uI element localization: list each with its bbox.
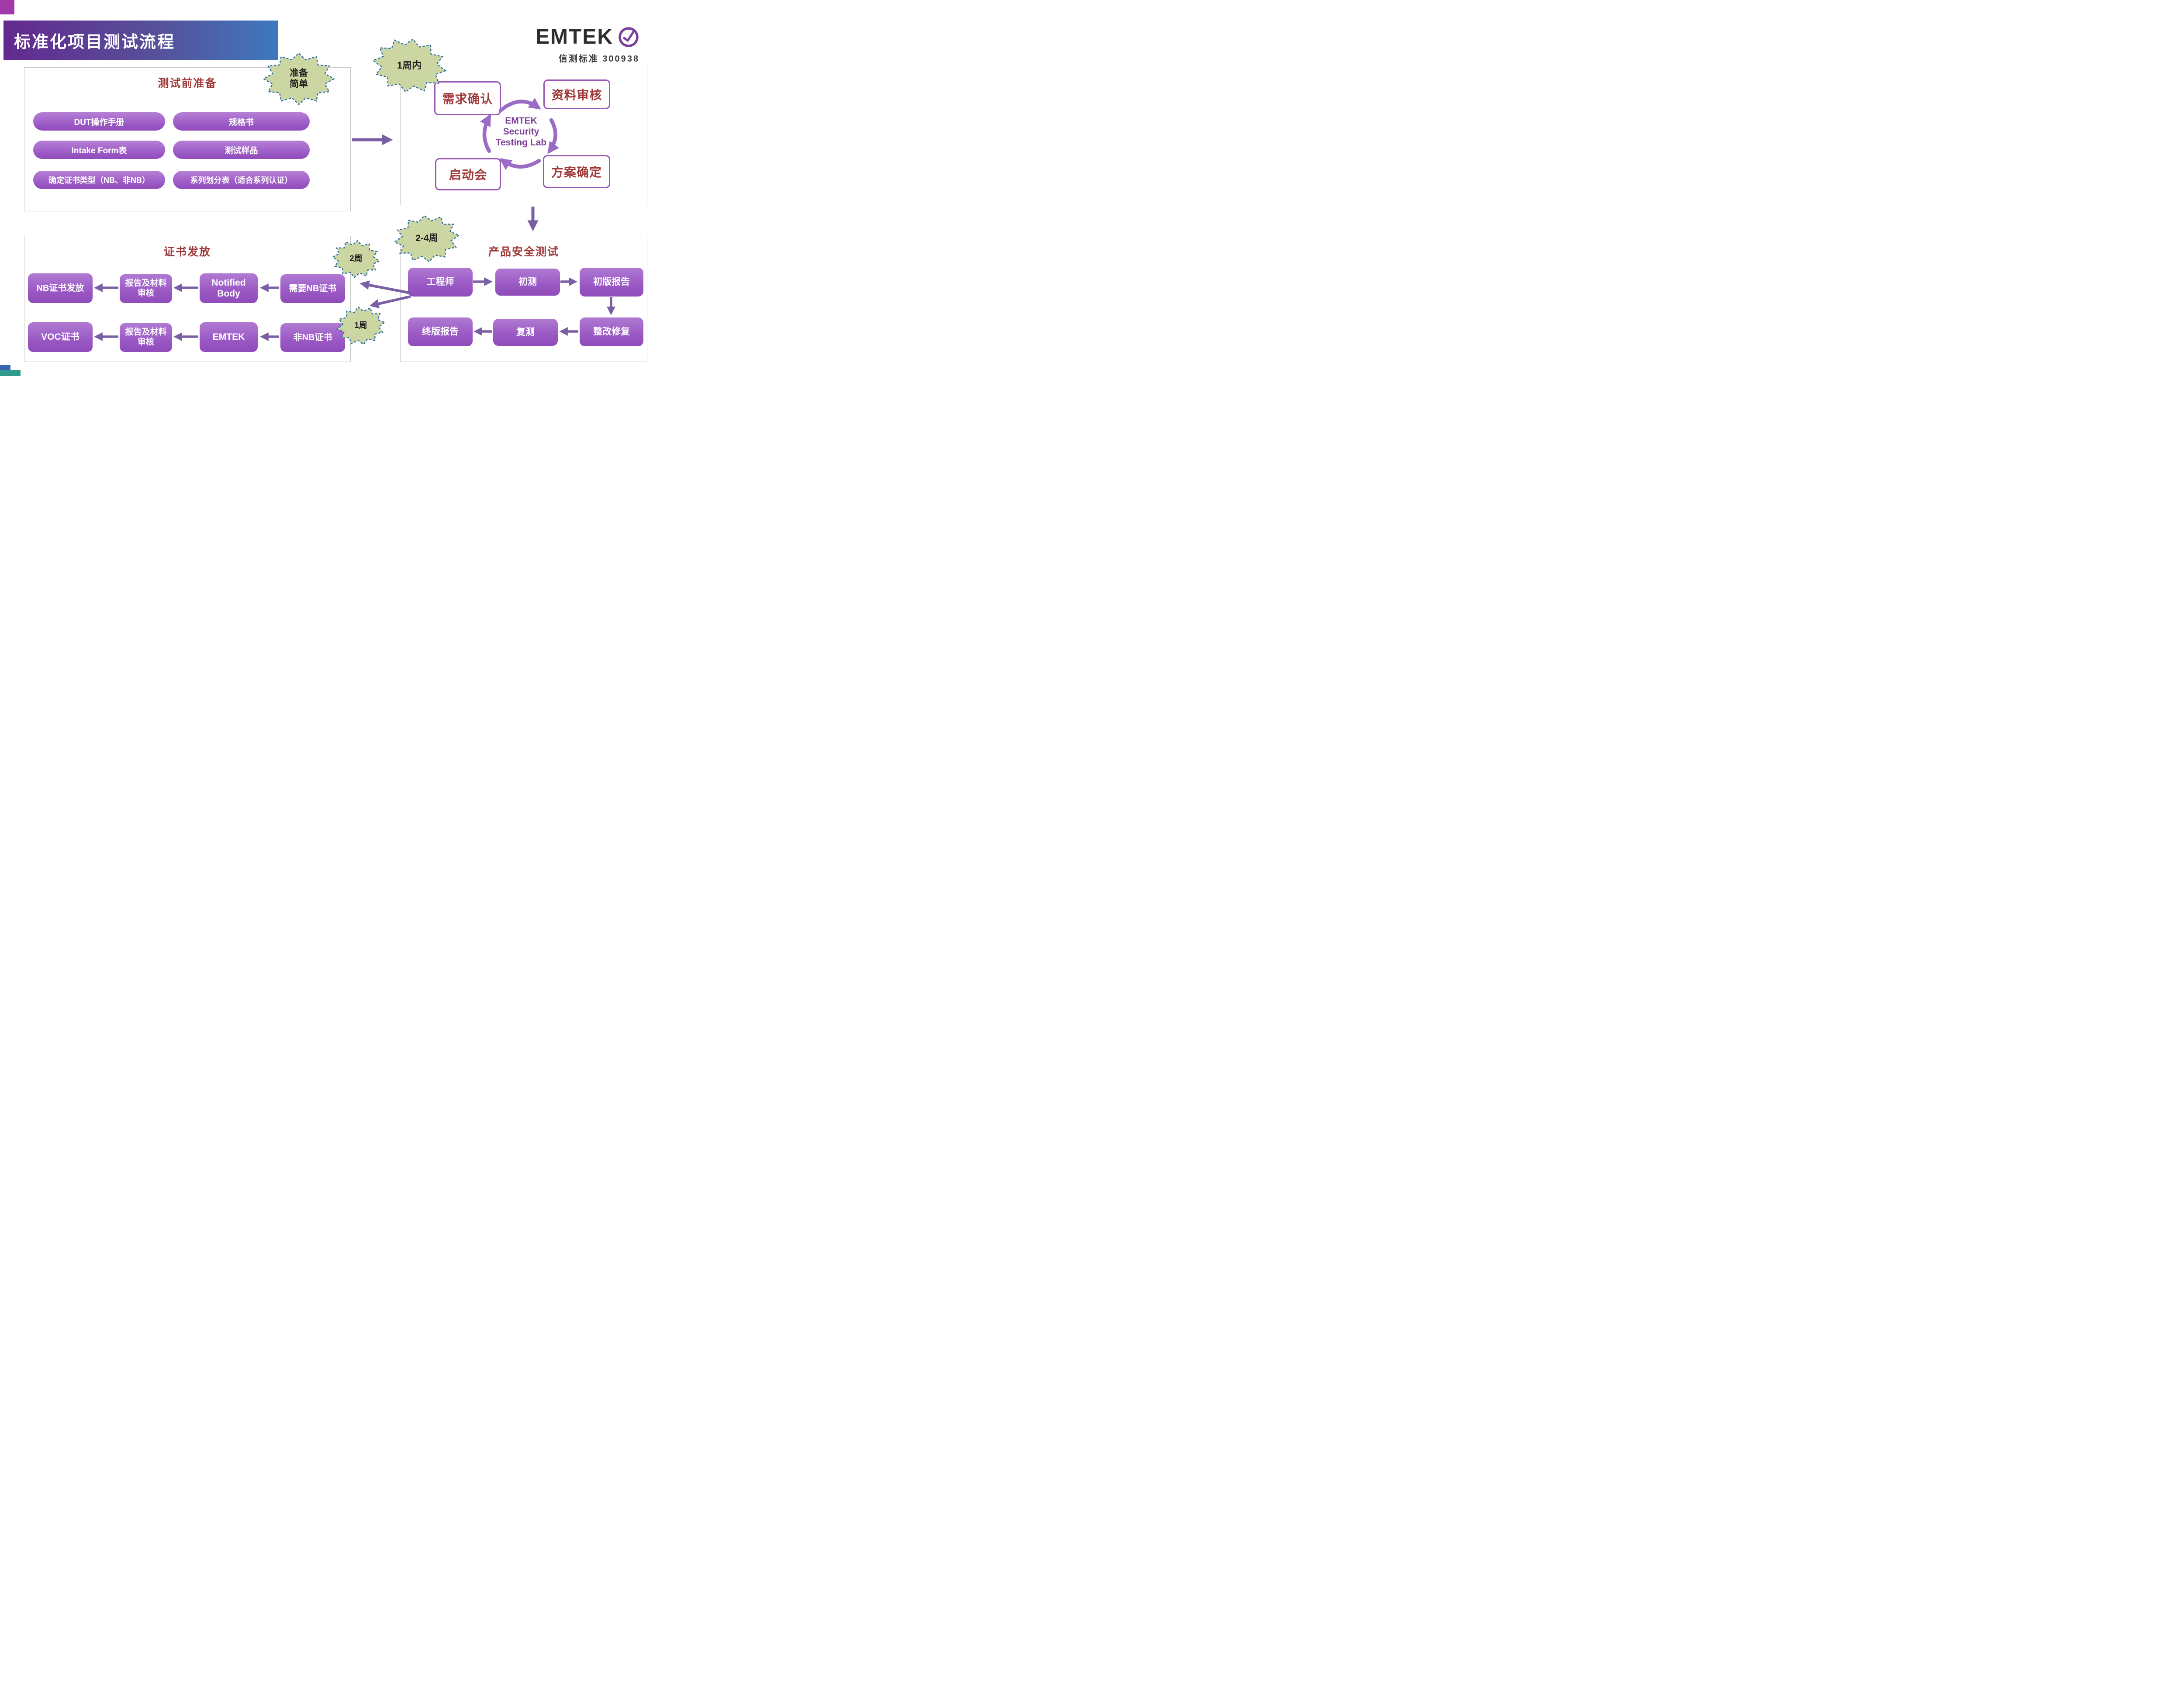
footer-accent-teal (0, 370, 21, 376)
pill-spec-sheet: 规格书 (173, 112, 310, 131)
badge-1-week-label: 1周 (354, 321, 367, 331)
footer-accent-blue (0, 365, 10, 370)
node-voc-cert: VOC证书 (28, 322, 93, 352)
kickoff-panel: 需求确认 资料审核 启动会 方案确定 EMTEK Security Testin… (400, 64, 647, 205)
node-report-review-2: 报告及材料 审核 (120, 323, 172, 352)
node-material-review: 资料审核 (543, 79, 610, 109)
slide-canvas: 标准化项目测试流程 EMTEK 信测标准 300938 测试前准备 DUT操作手… (0, 0, 673, 376)
logo-row: EMTEK (536, 26, 639, 48)
pretest-panel-title: 测试前准备 (158, 77, 217, 90)
emtek-check-circle-icon (619, 27, 639, 47)
node-requirement-confirm: 需求确认 (434, 81, 501, 115)
certificate-panel: 证书发放 NB证书发放 报告及材料 审核 Notified Body 需要NB证… (24, 236, 351, 362)
starburst-icon (390, 210, 464, 267)
node-report-review-1: 报告及材料 审核 (120, 274, 172, 303)
pill-series-table: 系列划分表（适合系列认证） (173, 171, 310, 189)
node-nb-cert-issue: NB证书发放 (28, 273, 93, 303)
node-retest: 复测 (493, 319, 558, 346)
node-fix-remediate: 整改修复 (580, 317, 643, 346)
certificate-panel-title: 证书发放 (163, 246, 211, 258)
badge-2-4-weeks: 2-4周 (392, 214, 461, 263)
pill-test-sample: 测试样品 (173, 141, 310, 159)
starburst-icon (261, 52, 336, 106)
badge-2-weeks: 2周 (331, 239, 381, 279)
logo-tagline: 信测标准 300938 (558, 54, 639, 64)
badge-prep-simple: 准备 简单 (261, 52, 336, 106)
corner-accent-square (0, 0, 14, 14)
node-emtek: EMTEK (200, 322, 258, 352)
starburst-icon (367, 32, 452, 99)
node-kickoff-meeting: 启动会 (435, 158, 501, 190)
badge-prep-simple-label: 准备 简单 (290, 68, 308, 89)
pill-dut-manual: DUT操作手册 (33, 112, 165, 131)
node-non-nb-cert: 非NB证书 (280, 323, 345, 352)
testing-panel-title: 产品安全测试 (488, 246, 559, 258)
node-initial-test: 初测 (495, 269, 560, 296)
badge-within-1-week: 1周内 (370, 37, 448, 94)
node-notified-body: Notified Body (200, 273, 258, 303)
testing-panel: 产品安全测试 工程师 初测 初版报告 终版报告 复测 整改修复 (400, 236, 647, 362)
emtek-logo: EMTEK 信测标准 300938 (536, 26, 639, 64)
badge-2-4-weeks-label: 2-4周 (415, 233, 438, 244)
node-engineer: 工程师 (408, 268, 473, 297)
slide-title: 标准化项目测试流程 (14, 33, 176, 52)
node-final-report: 终版报告 (408, 317, 473, 346)
node-need-nb-cert: 需要NB证书 (280, 274, 345, 303)
badge-1-week: 1周 (335, 306, 386, 346)
logo-brand-text: EMTEK (536, 25, 613, 48)
starburst-icon (333, 302, 389, 349)
badge-2-weeks-label: 2周 (349, 254, 363, 264)
pill-intake-form: Intake Form表 (33, 141, 165, 159)
node-plan-confirm: 方案确定 (543, 155, 610, 188)
node-initial-report: 初版报告 (580, 268, 643, 297)
cycle-center-label: EMTEK Security Testing Lab (495, 116, 547, 148)
pill-cert-type: 确定证书类型（NB、非NB） (33, 171, 165, 189)
title-banner: 标准化项目测试流程 (3, 21, 278, 60)
badge-within-1-week-label: 1周内 (397, 60, 422, 71)
starburst-icon (329, 237, 382, 281)
